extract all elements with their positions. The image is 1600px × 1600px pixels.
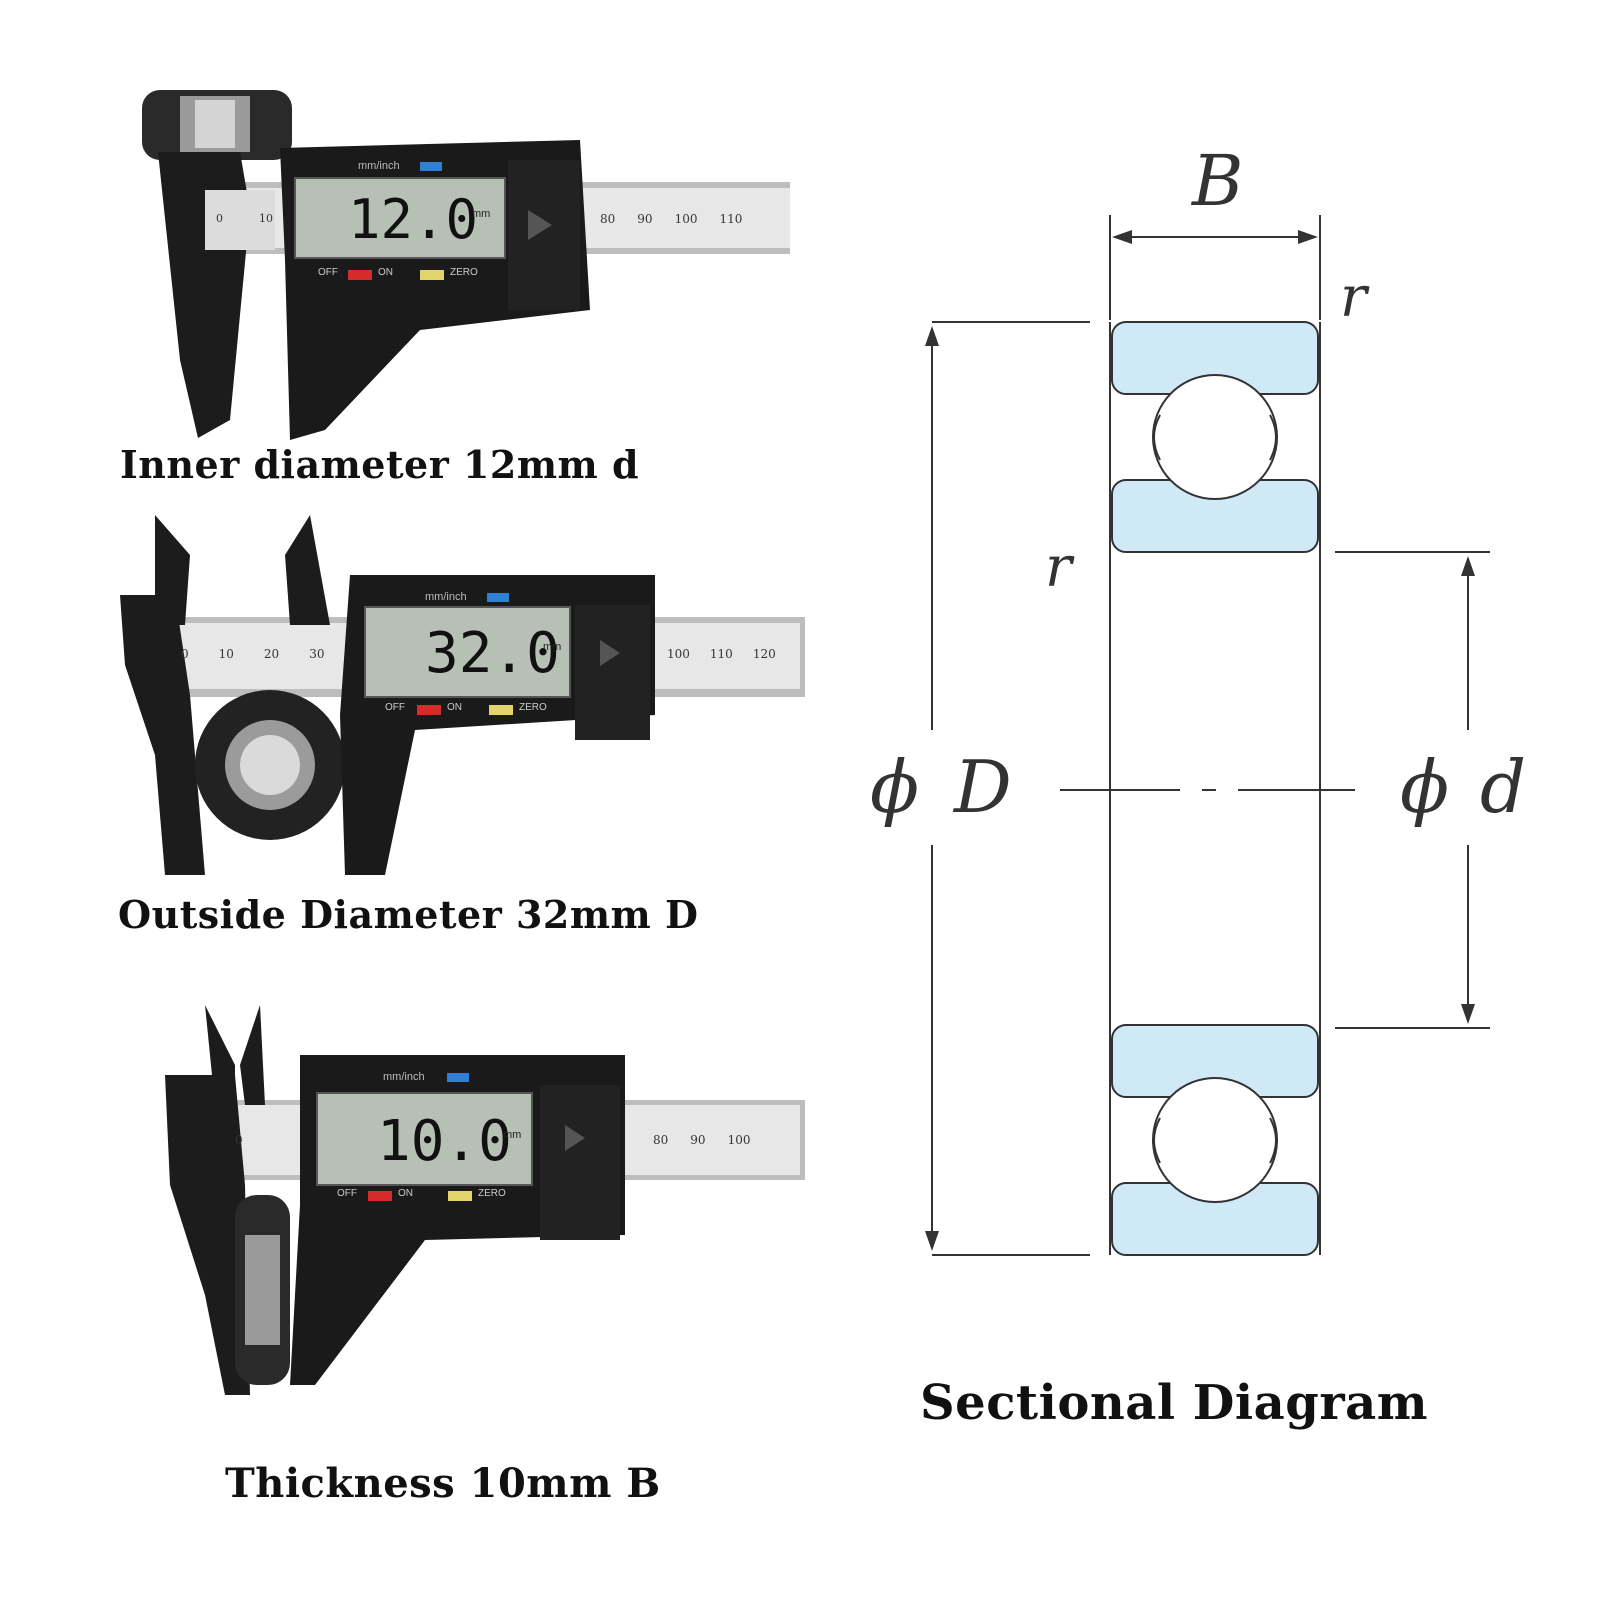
lcd-unit: mm	[543, 641, 562, 653]
lcd-screen	[294, 177, 506, 259]
scale-number: 100	[674, 212, 698, 226]
caliper-thickness: 10.0 mm mm/inch OFF ON ZERO 0 80 90 100	[165, 1005, 810, 1425]
ball-bottom	[1152, 1077, 1278, 1203]
off-label: OFF	[337, 1188, 357, 1199]
label-outer-diameter: ϕ D	[870, 745, 1012, 829]
label-inner-diameter: ϕ d	[1400, 745, 1526, 829]
scale-number: 0	[235, 1133, 243, 1147]
bearing-photo	[195, 690, 345, 840]
off-label: OFF	[318, 267, 338, 278]
lcd-reading: 32.0	[425, 621, 560, 686]
caption-inner-diameter: Inner diameter 12mm d	[120, 442, 640, 487]
bearing-photo	[235, 1195, 290, 1385]
ball-top	[1152, 374, 1278, 500]
mode-button	[420, 162, 442, 171]
scale-left: 0 10	[216, 212, 273, 225]
lcd-unit: mm	[503, 1129, 522, 1141]
scale-number: 90	[637, 212, 653, 226]
scale-left: 0	[235, 1133, 243, 1147]
lcd-reading: 10.0	[377, 1109, 512, 1174]
scale-number: 80	[600, 212, 616, 226]
scale-right: 100 110 120	[667, 647, 776, 661]
scale-number: 30	[309, 647, 325, 661]
dimension-arrows	[925, 230, 1475, 1251]
caliper-outside-diameter: 32.0 mm mm/inch OFF ON ZERO 0 10 20 30 1…	[115, 515, 810, 895]
scale-right: 80 90 100 110	[600, 212, 742, 226]
zero-button	[448, 1191, 472, 1201]
scale-number: 80	[653, 1133, 669, 1147]
scale-number: 10	[259, 212, 273, 225]
label-radius-top: r	[1340, 265, 1367, 330]
scale-number: 90	[690, 1133, 706, 1147]
caption-thickness: Thickness 10mm B	[225, 1460, 661, 1507]
phi-symbol: ϕ	[870, 745, 920, 829]
off-on-button	[368, 1191, 392, 1201]
mode-button	[487, 593, 509, 602]
label-radius-inner: r	[1045, 535, 1072, 600]
caption-sectional-diagram: Sectional Diagram	[920, 1375, 1428, 1431]
dimension-lines	[931, 215, 1490, 1256]
label-width-b: B	[1192, 140, 1244, 222]
lcd-unit: mm	[472, 208, 491, 220]
scale-number: 0	[216, 212, 223, 225]
mode-label: mm/inch	[358, 160, 400, 172]
fixed-jaw	[165, 1075, 250, 1395]
on-label: ON	[378, 267, 393, 278]
scale-right: 80 90 100	[653, 1133, 750, 1147]
zero-button	[420, 270, 444, 280]
zero-label: ZERO	[478, 1188, 506, 1199]
zero-label: ZERO	[450, 267, 478, 278]
bearing-photo	[142, 90, 292, 160]
zero-label: ZERO	[519, 702, 547, 713]
scale-number: 120	[752, 647, 776, 661]
scale-number: 100	[727, 1133, 751, 1147]
scale-number: 100	[667, 647, 690, 661]
caption-outside-diameter: Outside Diameter 32mm D	[118, 892, 699, 937]
inner-d-letter: d	[1479, 745, 1527, 829]
lcd-reading: 12.0	[348, 188, 479, 251]
mode-button	[447, 1073, 469, 1082]
scale-number: 110	[709, 647, 733, 661]
scale-number: 10	[218, 647, 234, 661]
fixed-jaw	[120, 595, 205, 875]
off-label: OFF	[385, 702, 405, 713]
off-on-button	[348, 270, 372, 280]
off-on-button	[417, 705, 441, 715]
outer-d-letter: D	[953, 745, 1012, 829]
caliper-inner-diameter: 12.0 mm mm/inch OFF ON ZERO 0 10 80 90 1…	[120, 60, 810, 460]
mode-label: mm/inch	[383, 1071, 425, 1083]
sectional-diagram: B r r ϕ D ϕ d	[870, 140, 1570, 1300]
lcd-screen	[316, 1092, 533, 1186]
scale-number: 20	[263, 647, 280, 661]
scale-number: 110	[719, 212, 743, 226]
scale-number: 0	[181, 647, 189, 661]
scale-left: 0 10 20 30	[181, 647, 324, 661]
on-label: ON	[447, 702, 462, 713]
lcd-screen	[364, 606, 571, 698]
mode-label: mm/inch	[425, 591, 467, 603]
on-label: ON	[398, 1188, 413, 1199]
phi-symbol: ϕ	[1400, 745, 1450, 829]
zero-button	[489, 705, 513, 715]
